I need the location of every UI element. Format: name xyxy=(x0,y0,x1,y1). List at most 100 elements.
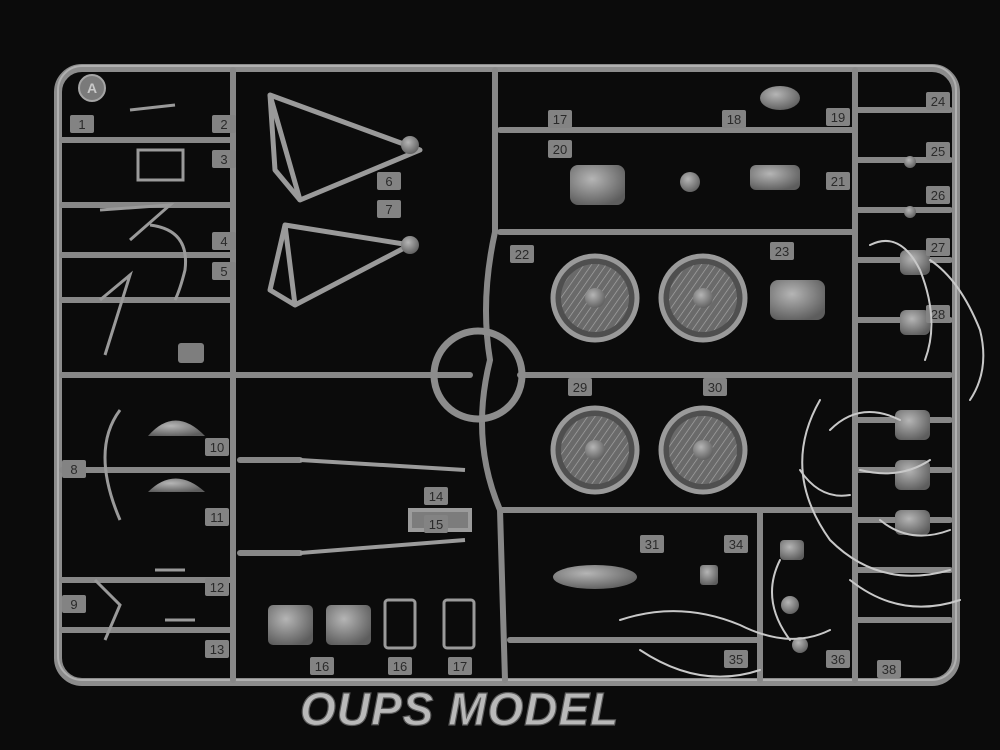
part-number-tab-bg xyxy=(703,378,727,396)
part-number-tab-bg xyxy=(548,140,572,158)
part-number-label: 20 xyxy=(553,142,567,157)
seats xyxy=(148,420,205,492)
part-number-label: 10 xyxy=(210,440,224,455)
part-number-tab-bg xyxy=(926,142,950,160)
part-number-tab: 29 xyxy=(568,378,592,396)
part-number-tab-bg xyxy=(70,115,94,133)
part-number-tab: 12 xyxy=(205,578,229,596)
wheel-1 xyxy=(550,253,640,343)
part-number-tab: 2 xyxy=(212,115,236,133)
part-number-tab: 21 xyxy=(826,172,850,190)
part-number-label: 38 xyxy=(882,662,896,677)
part-number-tab-bg xyxy=(926,186,950,204)
part-number-label: 8 xyxy=(70,462,77,477)
part-number-tab: 9 xyxy=(62,595,86,613)
part-number-tab-bg xyxy=(205,508,229,526)
part-number-tab: 24 xyxy=(926,92,950,110)
part-number-label: 35 xyxy=(729,652,743,667)
part-number-tab-bg xyxy=(568,378,592,396)
part-number-tab-bg xyxy=(424,487,448,505)
part-number-label: 11 xyxy=(210,510,224,525)
part-number-tab: 17 xyxy=(448,657,472,675)
engine-parts xyxy=(570,86,825,320)
part-number-tab: 14 xyxy=(424,487,448,505)
part-number-tab: 19 xyxy=(826,108,850,126)
part-number-tab-bg xyxy=(826,108,850,126)
frame-hubs xyxy=(401,136,419,254)
part-number-label: 36 xyxy=(831,652,845,667)
sprue-runners xyxy=(59,67,953,683)
part-number-label: 18 xyxy=(727,112,741,127)
part-number-tab: 10 xyxy=(205,438,229,456)
part-number-tab: 34 xyxy=(724,535,748,553)
part-number-tab-bg xyxy=(212,262,236,280)
part-number-tab-bg xyxy=(826,650,850,668)
part-number-label: 7 xyxy=(385,202,392,217)
part-number-label: 17 xyxy=(553,112,567,127)
part-number-tab-bg xyxy=(448,657,472,675)
part-number-tab-bg xyxy=(212,150,236,168)
part-number-tab-bg xyxy=(62,595,86,613)
part-number-label: 27 xyxy=(931,240,945,255)
sprue-center-ring xyxy=(430,327,526,423)
part-number-tab: 36 xyxy=(826,650,850,668)
part-number-tab-bg xyxy=(926,238,950,256)
part-number-tab-bg xyxy=(205,578,229,596)
part-number-label: 19 xyxy=(831,110,845,125)
part-number-tab: 15 xyxy=(424,515,448,533)
part-number-label: 14 xyxy=(429,489,443,504)
part-number-tab-bg xyxy=(388,657,412,675)
part-number-tab: 35 xyxy=(724,650,748,668)
main-frames xyxy=(267,92,423,308)
part-number-tab-bg xyxy=(640,535,664,553)
part-number-label: 6 xyxy=(385,174,392,189)
part-number-label: 24 xyxy=(931,94,945,109)
part-number-tab: 16 xyxy=(310,657,334,675)
part-number-tab: 8 xyxy=(62,460,86,478)
part-number-tab-bg xyxy=(722,110,746,128)
part-number-tab: 17 xyxy=(548,110,572,128)
part-number-label: 30 xyxy=(708,380,722,395)
part-number-label: 34 xyxy=(729,537,743,552)
part-number-tab: 20 xyxy=(548,140,572,158)
small-parts xyxy=(553,156,930,653)
watermark-text: OUPS MODEL xyxy=(300,683,619,735)
part-number-tab: 31 xyxy=(640,535,664,553)
part-number-tab: 16 xyxy=(388,657,412,675)
part-number-tab: 11 xyxy=(205,508,229,526)
part-number-tab: 28 xyxy=(926,305,950,323)
sprue-letter-badge: A xyxy=(78,74,106,102)
tanks xyxy=(268,598,476,650)
part-number-label: 13 xyxy=(210,642,224,657)
part-number-tab: 30 xyxy=(703,378,727,396)
small-tab xyxy=(178,343,204,363)
part-number-tab: 4 xyxy=(212,232,236,250)
sprue-letter: A xyxy=(87,80,97,96)
part-number-tab: 22 xyxy=(510,245,534,263)
part-number-label: 23 xyxy=(775,244,789,259)
part-number-tab: 5 xyxy=(212,262,236,280)
part-number-tab-bg xyxy=(310,657,334,675)
wheels xyxy=(550,253,748,495)
part-number-tab: 38 xyxy=(877,660,901,678)
rods xyxy=(299,458,472,555)
part-number-label: 31 xyxy=(645,537,659,552)
part-number-tab-bg xyxy=(510,245,534,263)
part-number-label: 26 xyxy=(931,188,945,203)
part-number-tab: 3 xyxy=(212,150,236,168)
part-number-label: 4 xyxy=(220,234,227,249)
part-number-tab-bg xyxy=(377,200,401,218)
part-number-tab: 18 xyxy=(722,110,746,128)
part-number-label: 22 xyxy=(515,247,529,262)
part-number-label: 9 xyxy=(70,597,77,612)
part-number-label: 21 xyxy=(831,174,845,189)
part-number-tab-bg xyxy=(212,232,236,250)
part-number-label: 28 xyxy=(931,307,945,322)
part-number-tab-bg xyxy=(770,242,794,260)
part-number-tab: 27 xyxy=(926,238,950,256)
part-number-label: 12 xyxy=(210,580,224,595)
rabbit-watermark-sketch xyxy=(619,240,985,678)
